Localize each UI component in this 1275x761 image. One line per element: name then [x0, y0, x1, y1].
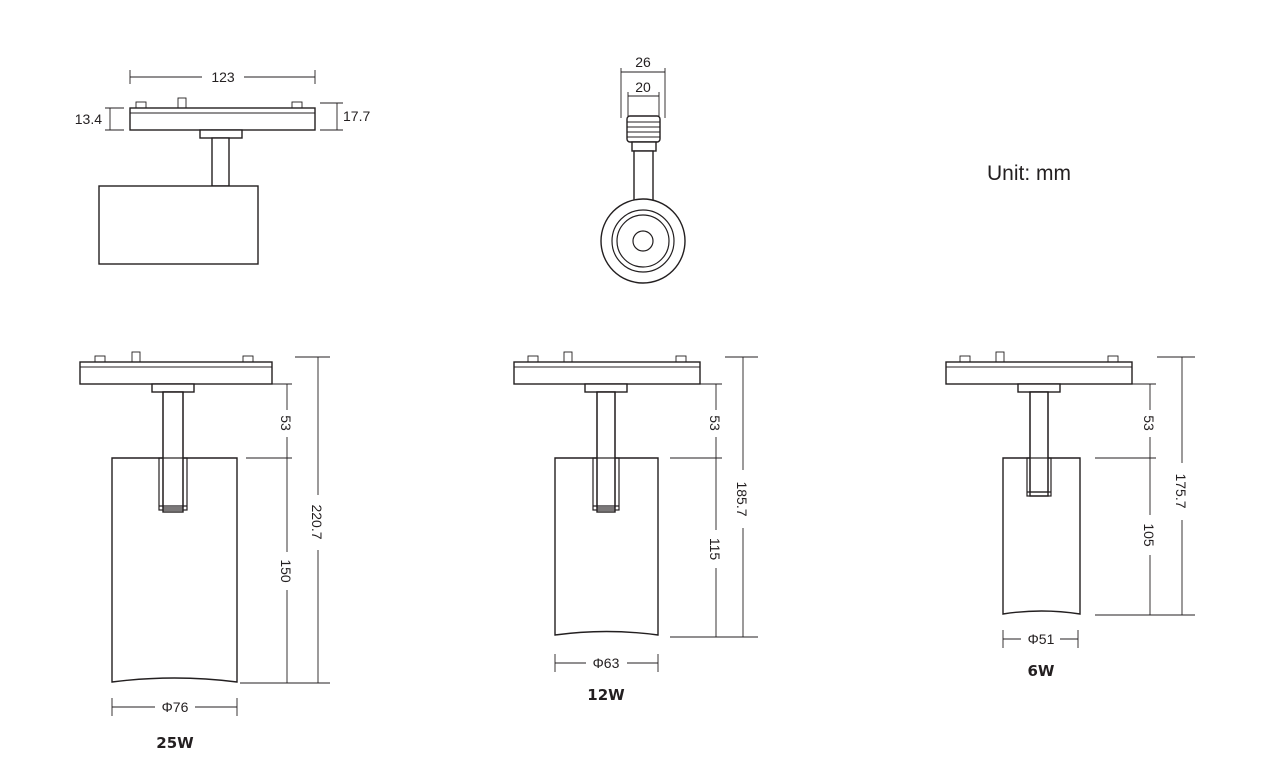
arm [162, 391, 184, 513]
end-arm [633, 150, 654, 202]
adapter-neck [151, 383, 195, 393]
adapter-neck [584, 383, 628, 393]
dim-total: 185.7 [734, 481, 750, 516]
dim-arm: 53 [1141, 415, 1157, 431]
dim-diameter: Φ76 [162, 699, 189, 715]
dim-arm: 53 [707, 415, 723, 431]
dim-total: 220.7 [309, 504, 325, 539]
dim-height-17-7: 17.7 [343, 108, 370, 124]
end-view: 26 20 [600, 54, 686, 284]
dim-body: 150 [278, 559, 294, 583]
model-6w: 175.7 53 105 Φ51 6W [945, 351, 1195, 680]
unit-label: Unit: mm [987, 162, 1071, 185]
housing [111, 457, 238, 683]
model-12w: 185.7 53 115 Φ63 12W [513, 351, 758, 704]
housing [554, 457, 659, 636]
arm [211, 137, 230, 187]
dim-diameter: Φ63 [593, 655, 620, 671]
dim-body: 105 [1141, 523, 1157, 547]
adapter-neck [199, 129, 243, 139]
dim-width-123: 123 [211, 69, 235, 85]
adapter-profile [626, 115, 661, 143]
housing-outer-ring [600, 198, 686, 284]
model-label: 6W [1028, 662, 1055, 680]
arm [1029, 391, 1049, 497]
front-view-small: 123 13.4 17.7 [75, 69, 370, 265]
dim-height-13-4: 13.4 [75, 111, 102, 127]
dim-body: 115 [707, 538, 723, 561]
dim-inner-20: 20 [635, 79, 651, 95]
model-label: 12W [587, 686, 625, 704]
housing [98, 185, 259, 265]
model-label: 25W [156, 734, 194, 752]
model-25w: 220.7 53 150 Φ76 25W [79, 351, 330, 752]
end-neck [631, 141, 657, 152]
track-adapter [129, 107, 316, 131]
adapter-neck [1017, 383, 1061, 393]
dim-total: 175.7 [1173, 473, 1189, 508]
track-adapter [945, 361, 1133, 385]
dim-diameter: Φ51 [1028, 631, 1055, 647]
track-adapter [513, 361, 701, 385]
housing [1002, 457, 1081, 615]
arm [596, 391, 616, 513]
dim-arm: 53 [278, 415, 294, 431]
dim-outer-26: 26 [635, 54, 651, 70]
track-adapter [79, 361, 273, 385]
